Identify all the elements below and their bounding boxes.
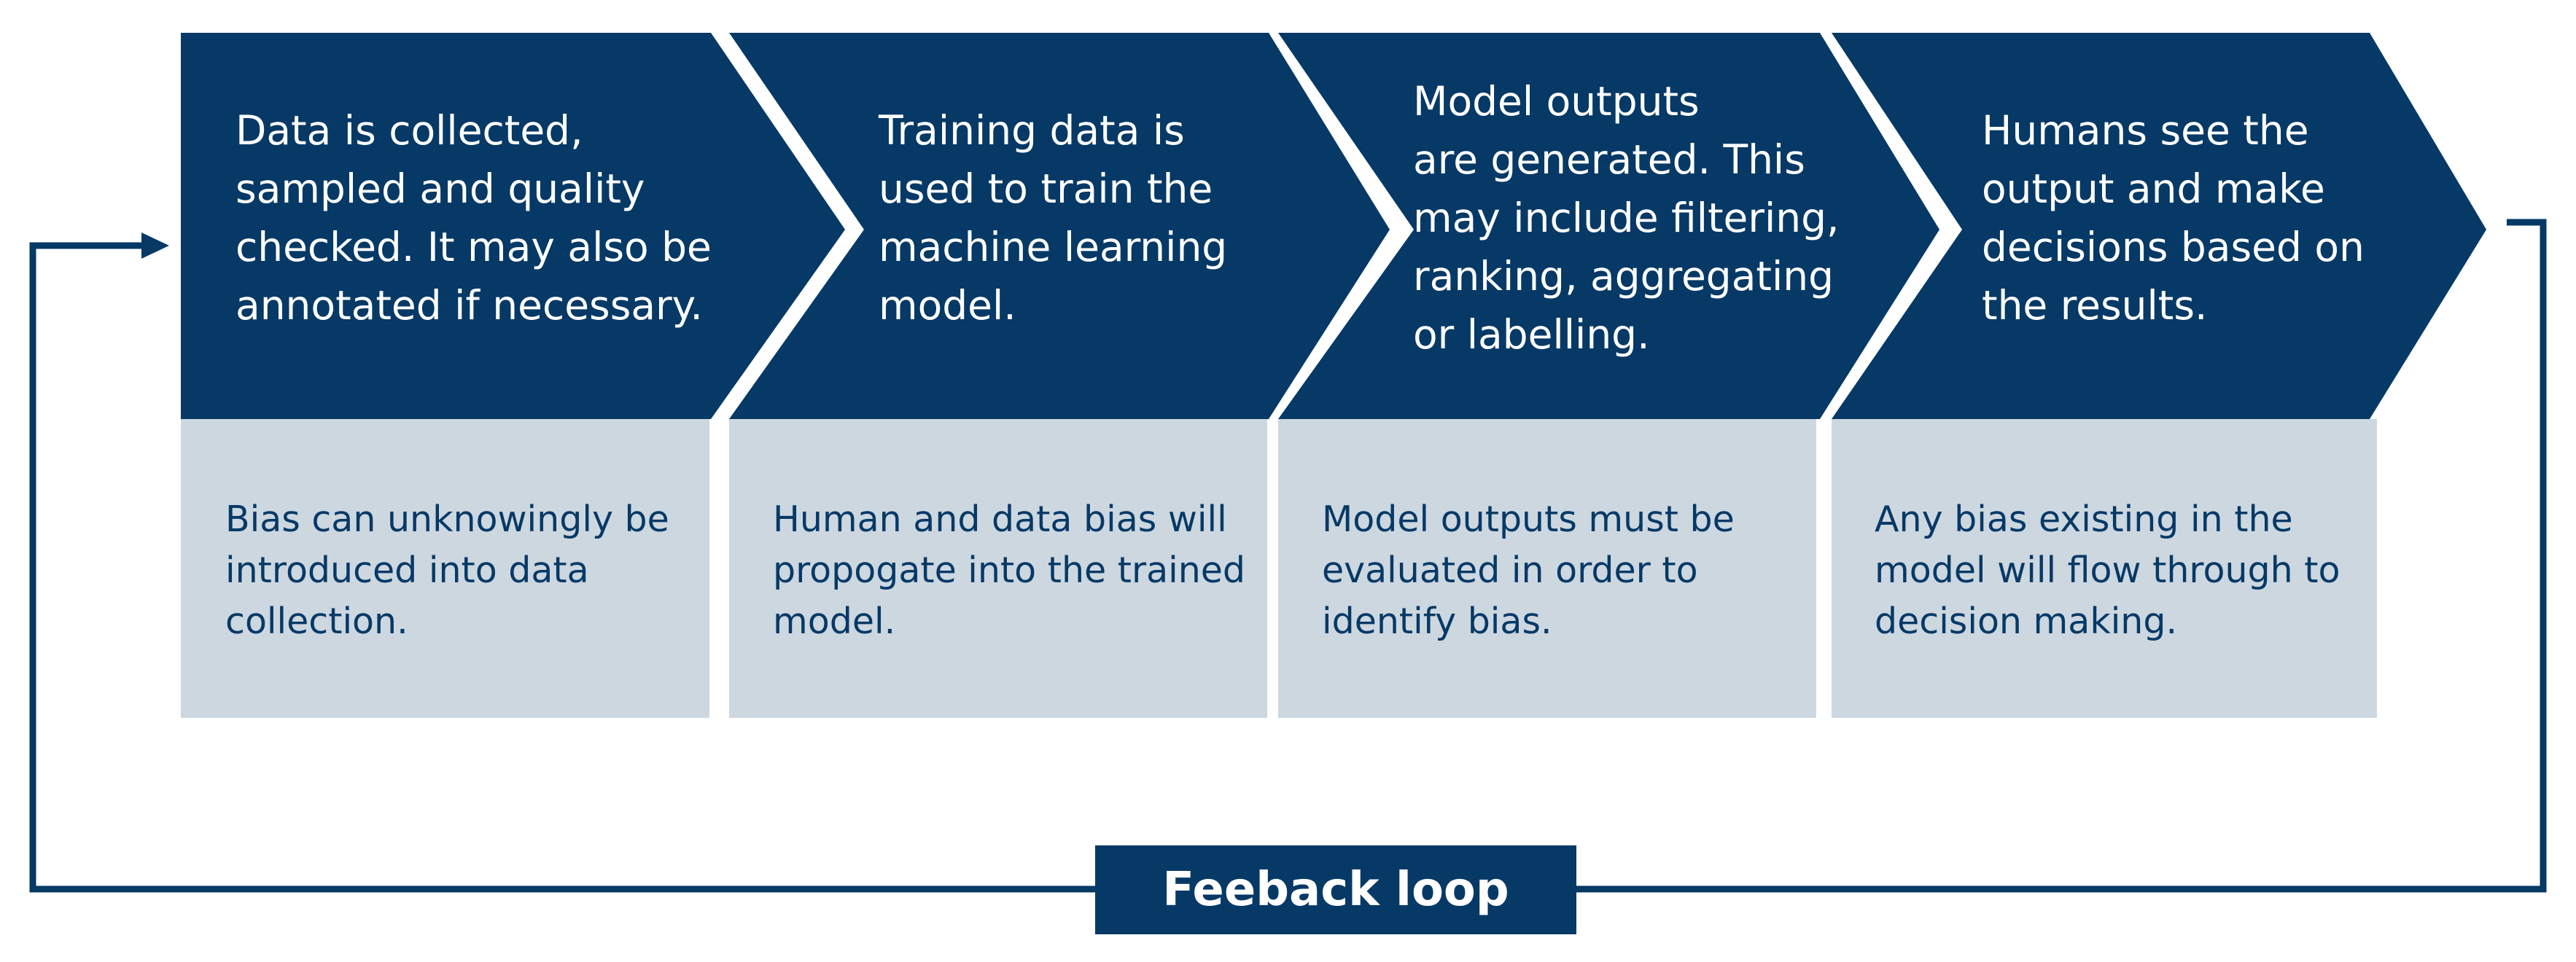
feedback-label-box — [1095, 845, 1576, 934]
arrow-right-icon — [141, 232, 169, 259]
stage-4-bias-text: Any bias existing in the model will flow… — [1875, 498, 2340, 642]
stage-3-bias-box — [1278, 419, 1816, 718]
stage-4-chevron — [1832, 33, 2486, 419]
stage-3-text: Model outputs are generated. This may in… — [1413, 78, 1840, 358]
stage-2-chevron — [729, 33, 1390, 419]
stage-1-bias-box — [181, 419, 709, 718]
stage-3-bias-text: Model outputs must be evaluated in order… — [1322, 498, 1735, 642]
stage-4-bias-box — [1832, 419, 2377, 718]
stage-1-bias-text: Bias can unknowingly be introduced into … — [225, 498, 669, 642]
stage-2-text: Training data is used to train the machi… — [879, 107, 1228, 329]
stage-1-text: Data is collected, sampled and quality c… — [236, 107, 712, 329]
stage-1-chevron — [181, 33, 845, 419]
stage-2-bias-text: Human and data bias will propogate into … — [773, 498, 1246, 642]
stage-4-text: Humans see the output and make decisions… — [1982, 107, 2365, 329]
stage-3-chevron — [1278, 33, 1939, 419]
feedback-loop-label: Feeback loop — [1162, 863, 1509, 917]
stage-2-bias-box — [729, 419, 1267, 718]
